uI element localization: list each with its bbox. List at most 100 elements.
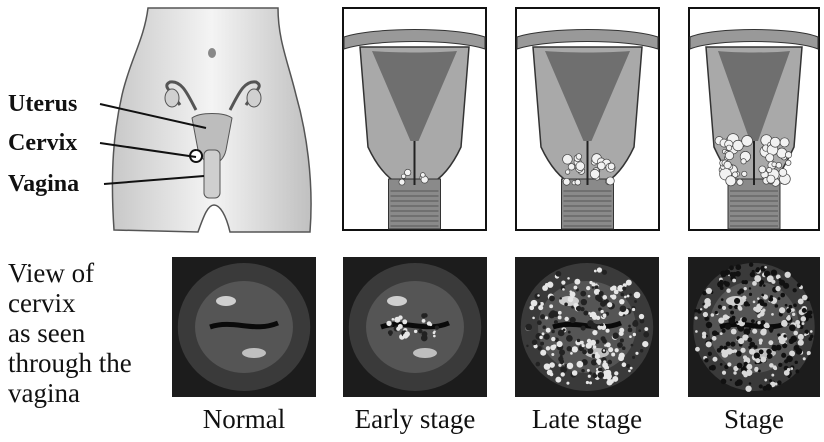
tumor-texture: [763, 284, 766, 287]
tumor-texture: [629, 293, 632, 296]
tumor-texture: [628, 370, 631, 373]
tumor-texture: [544, 363, 551, 370]
tumor-texture: [540, 314, 545, 319]
light-reflection: [242, 348, 266, 358]
lesion-cluster: [737, 179, 743, 185]
tumor-texture: [587, 320, 594, 327]
tumor-texture: [759, 284, 762, 287]
tumor-texture: [722, 329, 726, 333]
tumor-texture: [768, 297, 773, 302]
tumor-texture: [422, 331, 428, 337]
tumor-texture: [435, 326, 439, 330]
lesion-cluster: [741, 159, 746, 164]
tumor-texture: [742, 317, 747, 322]
tumor-texture: [720, 271, 727, 278]
tumor-texture: [414, 330, 417, 333]
tumor-texture: [796, 348, 803, 355]
tumor-texture: [769, 379, 772, 382]
tumor-texture: [581, 369, 585, 373]
cervix-photo-early-stage: [343, 257, 487, 397]
tumor-texture: [749, 342, 755, 348]
tumor-texture: [758, 369, 761, 372]
tumor-texture: [729, 265, 734, 270]
caption-late-stage: Late stage: [510, 404, 664, 435]
lesion-cluster: [780, 138, 789, 147]
tumor-texture: [433, 332, 436, 335]
tumor-texture: [581, 299, 587, 305]
tumor-texture: [429, 323, 432, 326]
tumor-texture: [728, 305, 732, 309]
tumor-texture: [595, 285, 599, 289]
tumor-texture: [726, 288, 730, 292]
tumor-texture: [766, 349, 771, 354]
caption-stage: Stage: [688, 404, 820, 435]
tumor-texture: [558, 330, 565, 337]
tumor-texture: [559, 349, 565, 355]
tumor-texture: [539, 336, 543, 340]
tumor-texture: [611, 353, 615, 357]
tumor-texture: [804, 330, 808, 334]
tumor-texture: [804, 333, 807, 336]
tumor-texture: [749, 382, 752, 385]
tumor-texture: [775, 286, 780, 291]
tumor-texture: [732, 279, 736, 283]
tumor-texture: [525, 324, 532, 331]
tumor-texture: [720, 286, 724, 290]
tumor-texture: [795, 320, 800, 325]
tumor-texture: [706, 301, 711, 306]
tumor-texture: [421, 313, 426, 318]
tumor-texture: [568, 297, 574, 303]
tumor-texture: [757, 321, 760, 324]
tumor-texture: [602, 295, 607, 300]
tumor-texture: [531, 300, 538, 307]
tumor-texture: [569, 290, 572, 293]
tumor-texture: [788, 305, 792, 309]
tumor-texture: [601, 323, 604, 326]
lesion-cluster: [405, 169, 411, 175]
tumor-texture: [702, 332, 706, 336]
tumor-texture: [586, 286, 590, 290]
cervix-label: Cervix: [8, 131, 77, 155]
tumor-texture: [786, 355, 793, 362]
tumor-texture: [583, 311, 588, 316]
tumor-texture: [634, 292, 641, 299]
tumor-texture: [702, 303, 704, 305]
tumor-texture: [640, 319, 645, 324]
light-reflection: [413, 348, 437, 358]
tumor-texture: [602, 362, 608, 368]
tumor-texture: [764, 266, 767, 269]
tumor-texture: [615, 348, 619, 352]
tumor-texture: [809, 315, 812, 318]
tumor-texture: [725, 324, 731, 330]
tumor-texture: [712, 330, 718, 336]
tumor-texture: [603, 370, 607, 374]
lesion-cluster: [725, 151, 733, 159]
tumor-texture: [619, 331, 624, 336]
lesion-cluster: [575, 179, 581, 185]
tumor-texture: [715, 311, 718, 314]
tumor-texture: [712, 357, 717, 362]
lesion-cluster: [726, 145, 731, 150]
tumor-texture: [598, 362, 601, 365]
tumor-texture: [778, 363, 782, 367]
tumor-texture: [422, 319, 426, 323]
tumor-texture: [719, 346, 723, 350]
tumor-texture: [771, 313, 774, 316]
tumor-texture: [588, 375, 591, 378]
tumor-texture: [810, 330, 813, 333]
tumor-texture: [721, 298, 724, 301]
tumor-texture: [726, 342, 731, 347]
tumor-texture: [629, 335, 632, 338]
tumor-texture: [749, 293, 752, 296]
tumor-texture: [632, 356, 635, 359]
tumor-texture: [797, 283, 801, 287]
tumor-texture: [607, 302, 612, 307]
tumor-texture: [558, 356, 563, 361]
tumor-texture: [622, 286, 626, 290]
tumor-texture: [592, 330, 597, 335]
lesion-cluster: [779, 169, 787, 177]
tumor-texture: [396, 327, 400, 331]
tumor-texture: [795, 361, 798, 364]
tumor-texture: [694, 316, 697, 319]
tumor-texture: [628, 328, 633, 333]
